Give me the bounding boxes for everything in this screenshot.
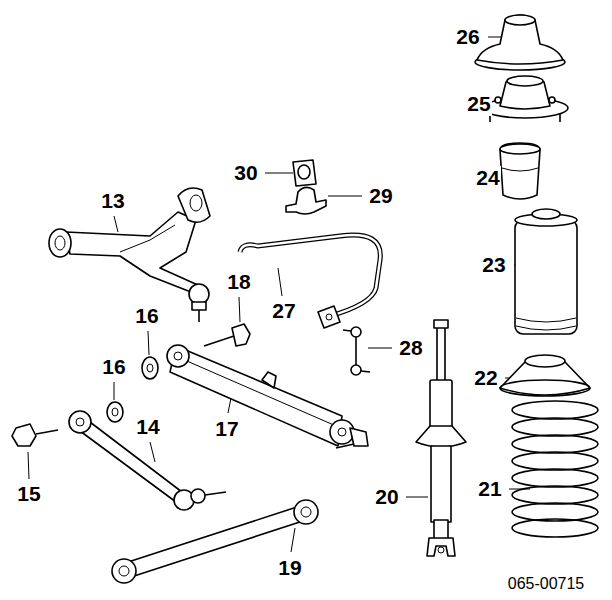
callout-number: 28: [398, 336, 423, 359]
figure-code: 065-00715: [507, 575, 586, 593]
mount-plate: [482, 76, 568, 122]
callout-number: 26: [455, 25, 480, 48]
callout-number: 24: [475, 166, 500, 189]
callout-number: 14: [135, 415, 160, 438]
bolt: [204, 324, 250, 346]
upper-arm: [49, 188, 210, 322]
bar-bushing: [293, 160, 316, 186]
dust-boot: [515, 209, 577, 334]
cam-bolt: [12, 424, 58, 446]
trailing-link: [69, 411, 226, 510]
callout-number: 16: [134, 304, 159, 327]
stabilizer-bar: [240, 235, 380, 328]
callout-number: 25: [466, 92, 491, 115]
callout-number: 29: [368, 184, 393, 207]
callout-number: 20: [374, 485, 399, 508]
lateral-link: [112, 500, 318, 583]
callout-number: 30: [233, 161, 258, 184]
callout-number: 18: [226, 270, 251, 293]
callout-number: 22: [473, 366, 498, 389]
callout-number: 17: [214, 417, 239, 440]
end-link: [343, 327, 370, 375]
callout-number: 19: [277, 556, 302, 579]
callout-number: 23: [481, 253, 506, 276]
callout-number: 27: [271, 299, 296, 322]
callout-number: 21: [477, 477, 502, 500]
spring-seat: [500, 355, 590, 396]
bump-stop: [500, 143, 540, 199]
callout-number: 15: [16, 482, 41, 505]
top-mount: [475, 15, 565, 70]
callout-number: 13: [100, 189, 125, 212]
coil-spring: [512, 401, 598, 537]
lower-arm: [167, 345, 368, 448]
leader-lines: [28, 37, 540, 552]
callout-number: 16: [101, 355, 126, 378]
bar-bracket: [286, 187, 326, 214]
